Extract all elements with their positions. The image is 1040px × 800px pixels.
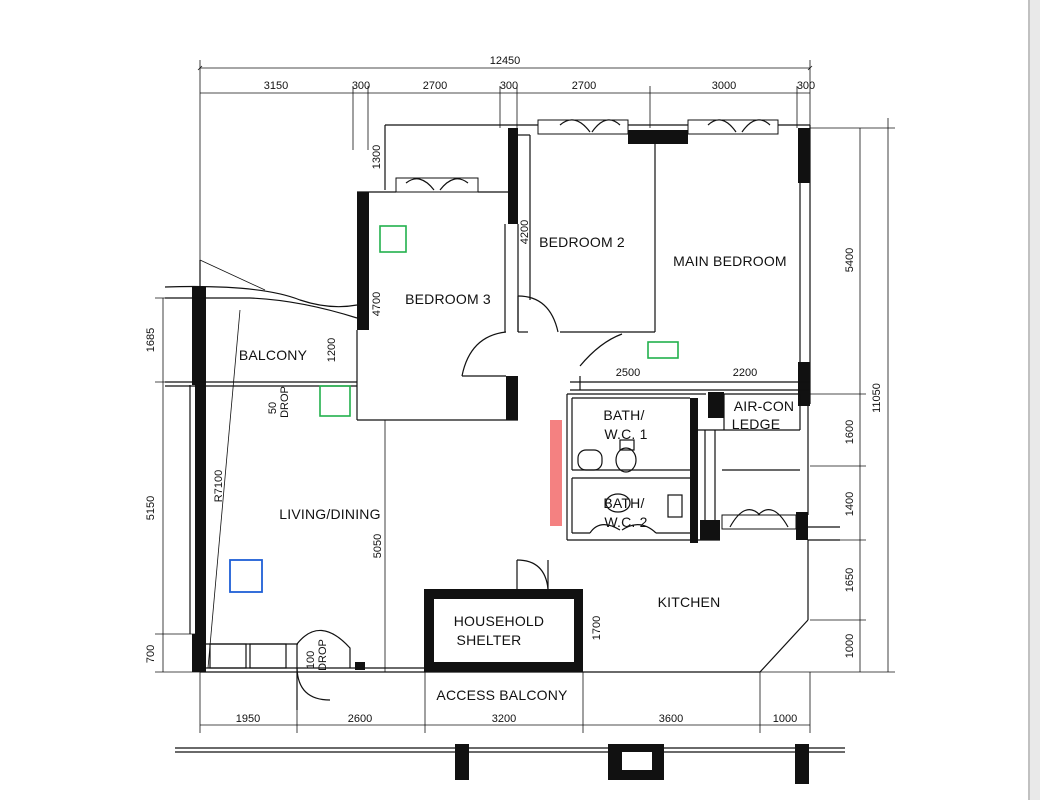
label-main-bedroom: MAIN BEDROOM <box>673 253 787 269</box>
label-bath1-line2: W.C. 1 <box>604 426 647 442</box>
dim-top-300a: 300 <box>352 80 370 92</box>
label-bath2-line1: BATH/ <box>603 495 644 511</box>
dim-top-3150: 3150 <box>264 80 288 92</box>
dim-2200: 2200 <box>733 367 757 379</box>
dim-top-300c: 300 <box>797 80 815 92</box>
red-marker-bath <box>550 420 562 526</box>
green-marker-balcony <box>319 385 351 417</box>
green-marker-corridor <box>647 341 679 359</box>
dim-4200: 4200 <box>519 220 531 244</box>
label-balcony: BALCONY <box>239 347 308 363</box>
dim-50-drop-num: 50 <box>267 402 279 414</box>
label-living-dining: LIVING/DINING <box>279 506 380 522</box>
dim-top-total: 12450 <box>490 55 521 67</box>
doors <box>296 295 657 710</box>
label-bedroom2: BEDROOM 2 <box>539 234 625 250</box>
fixtures <box>577 439 683 518</box>
dim-bottom-3600: 3600 <box>659 713 683 725</box>
dim-top-2700a: 2700 <box>423 80 447 92</box>
dim-right-1650: 1650 <box>844 568 856 592</box>
dim-bottom-1950: 1950 <box>236 713 260 725</box>
dim-top-2700b: 2700 <box>572 80 596 92</box>
dim-bottom-3200: 3200 <box>492 713 516 725</box>
dim-left-5150: 5150 <box>145 496 157 520</box>
dim-left-1685: 1685 <box>145 328 157 352</box>
dim-top-300b: 300 <box>500 80 518 92</box>
dim-100-drop-word: DROP <box>317 639 329 671</box>
dim-bottom-1000: 1000 <box>773 713 797 725</box>
dim-top-3000: 3000 <box>712 80 736 92</box>
dim-1300: 1300 <box>371 145 383 169</box>
walls <box>164 124 840 673</box>
dim-5050: 5050 <box>372 534 384 558</box>
top-dimension-lines <box>197 60 813 260</box>
dim-2500: 2500 <box>616 367 640 379</box>
green-marker-bedroom3 <box>379 225 407 253</box>
dim-bottom-2600: 2600 <box>348 713 372 725</box>
dim-right-1600: 1600 <box>844 420 856 444</box>
bottom-partial-strip <box>175 744 845 784</box>
dim-left-700: 700 <box>145 645 157 663</box>
label-aircon-line2: LEDGE <box>732 416 780 432</box>
label-access-balcony: ACCESS BALCONY <box>436 687 568 703</box>
dim-right-1400: 1400 <box>844 492 856 516</box>
label-bath1-line1: BATH/ <box>603 407 644 423</box>
dim-right-total: 11050 <box>871 383 883 413</box>
dim-1200: 1200 <box>326 338 338 362</box>
dim-right-5400: 5400 <box>844 248 856 272</box>
blue-marker-living <box>229 559 263 593</box>
label-kitchen: KITCHEN <box>658 594 721 610</box>
dim-right-1000: 1000 <box>844 634 856 658</box>
dim-100-drop-num: 100 <box>305 651 317 669</box>
dim-50-drop-word: DROP <box>279 386 291 418</box>
label-shelter-line1: HOUSEHOLD <box>454 613 544 629</box>
household-shelter <box>424 560 583 672</box>
windows <box>395 119 797 530</box>
page-edge-strip <box>1028 0 1040 800</box>
label-bedroom3: BEDROOM 3 <box>405 291 491 307</box>
dim-1700: 1700 <box>591 616 603 640</box>
label-shelter-line2: SHELTER <box>457 632 522 648</box>
label-aircon-line1: AIR-CON <box>734 398 795 414</box>
dim-r7100: R7100 <box>213 470 225 502</box>
bottom-dimension-lines <box>199 672 811 733</box>
dim-4700: 4700 <box>371 292 383 316</box>
label-bath2-line2: W.C. 2 <box>604 514 647 530</box>
